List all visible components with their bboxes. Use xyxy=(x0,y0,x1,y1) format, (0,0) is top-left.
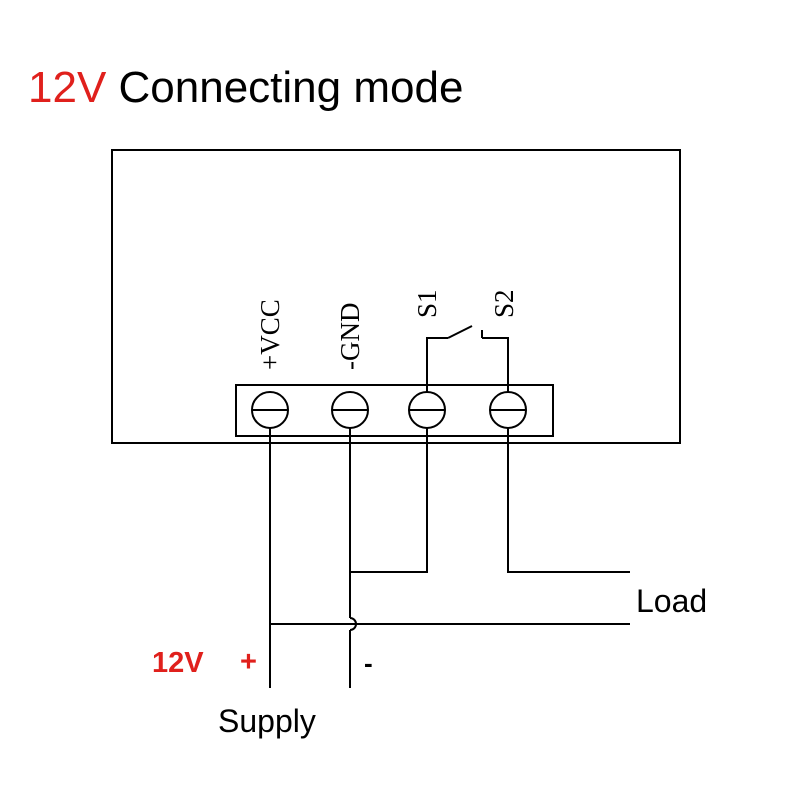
supply-minus-label: - xyxy=(364,648,373,678)
device-enclosure xyxy=(111,149,681,444)
terminal-label-s2: S2 xyxy=(489,289,519,318)
load-label: Load xyxy=(636,583,707,619)
terminal-gnd-screw xyxy=(331,391,369,429)
external-wiring xyxy=(269,428,630,688)
supply-plus-label: + xyxy=(240,646,257,678)
diagram-title: 12V Connecting mode xyxy=(28,63,463,112)
title-voltage: 12V xyxy=(28,63,107,112)
supply-voltage-label: 12V xyxy=(152,647,204,679)
wire-s2 xyxy=(507,428,630,573)
terminal-s2-screw xyxy=(489,391,527,429)
relay-switch xyxy=(426,325,509,392)
terminal-s1-screw xyxy=(408,391,446,429)
supply-label: Supply xyxy=(218,703,316,739)
terminal-vcc-screw xyxy=(251,391,289,429)
terminal-label-gnd: -GND xyxy=(335,303,365,371)
wire-s1 xyxy=(350,428,428,573)
title-text: Connecting mode xyxy=(106,63,463,112)
terminal-label-vcc: +VCC xyxy=(255,299,285,370)
terminal-label-s1: S1 xyxy=(412,289,442,318)
